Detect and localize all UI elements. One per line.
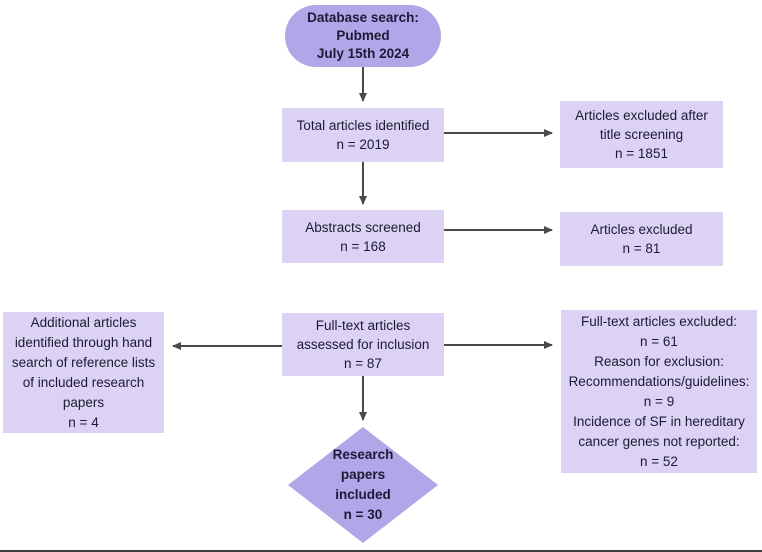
node-text-line: Articles excluded after [575,108,708,123]
node-text-line: cancer genes not reported: [578,433,740,449]
node-research-papers-included: Research papers included n = 30 [288,427,438,543]
node-text-line: n = 4 [68,414,99,430]
node-text-line: of included research [22,374,145,390]
node-text-line: n = 52 [640,453,678,469]
node-abstracts-screened: Abstracts screened n = 168 [282,210,444,263]
node-text-line: papers [62,394,105,410]
node-text-line: identified through hand [14,334,153,350]
node-text-line: Database search: [307,10,419,25]
node-articles-excluded-title-screening: Articles excluded after title screening … [560,101,723,168]
node-text-line: n = 168 [340,238,386,254]
node-text-line: n = 9 [643,393,675,409]
node-fulltext-assessed: Full-text articles assessed for inclusio… [282,313,444,376]
node-text-line: Recommendations/guidelines: [568,373,750,389]
node-text-line: assessed for inclusion [296,337,430,352]
node-fulltext-excluded: Full-text articles excluded: n = 61 Reas… [561,310,757,473]
node-text-line: Incidence of SF in hereditary [573,413,745,429]
node-text-line: n = 61 [640,333,678,349]
node-text-line: Full-text articles excluded: [580,313,738,329]
node-additional-articles-hand-search: Additional articles identified through h… [3,312,164,433]
node-articles-excluded: Articles excluded n = 81 [560,212,723,266]
node-text-line: n = 87 [344,356,382,371]
node-text-line: n = 1851 [615,146,668,161]
node-text-line: Abstracts screened [305,219,421,235]
node-text-line: n = 2019 [336,137,390,152]
node-text-line: n = 30 [343,507,383,522]
node-total-articles-identified: Total articles identified n = 2019 [282,108,444,162]
node-text-line: Reason for exclusion: [594,353,724,369]
node-database-search: Database search: Pubmed July 15th 2024 [285,5,441,67]
node-text-line: Total articles identified [296,118,430,133]
node-text-line: July 15th 2024 [316,46,410,61]
node-text-line: search of reference lists [11,354,156,370]
node-text-line: n = 81 [622,241,661,256]
node-text-line: title screening [599,127,684,142]
node-text-line: Full-text articles [315,318,411,333]
node-text-line: Pubmed [336,28,390,43]
node-text-line: Research [332,447,394,462]
node-text-line: Articles excluded [590,222,693,237]
node-text-line: Additional articles [30,314,137,330]
node-text-line: papers [340,467,386,482]
node-text-line: included [335,487,391,502]
